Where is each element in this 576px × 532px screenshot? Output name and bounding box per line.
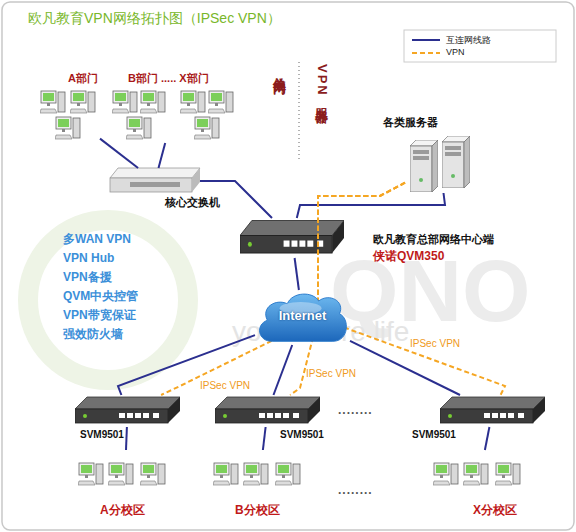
model-label: 侠诺QVM350: [373, 250, 444, 264]
pc-icon: [126, 117, 151, 139]
watermark-logo: [28, 220, 188, 380]
switch-icon: [110, 168, 200, 192]
switch-top: [110, 168, 200, 178]
edge-label: IPSec VPN: [306, 368, 356, 379]
model-label: SVM9501: [412, 429, 456, 441]
device-label: 欧凡教育总部网络中心端: [373, 233, 494, 246]
branch-label: B分校区: [235, 504, 280, 518]
pc-icon: [495, 463, 520, 485]
branch-router: SVM9501: [440, 395, 545, 427]
branch-pcs: A分校区: [70, 450, 180, 500]
network-link: [295, 258, 299, 290]
branch-label: X分校区: [473, 504, 517, 518]
pc-group: A部门: [40, 88, 100, 143]
group-label: B部门 ..... X部门: [128, 72, 209, 85]
pc-icon: [194, 117, 219, 139]
edge-label: IPSec VPN: [410, 338, 460, 349]
switch-front: [110, 178, 192, 192]
switch-ports: [130, 182, 180, 187]
legend-text: VPN: [446, 47, 465, 57]
diagram-title: 欧凡教育VPN网络拓扑图（IPSec VPN）: [28, 10, 281, 28]
server-icon: [442, 136, 470, 188]
pc-icon: [243, 463, 268, 485]
group-label: A部门: [68, 72, 98, 85]
pc-icon: [55, 117, 80, 139]
server-group: 各类服务器: [405, 135, 475, 193]
ellipsis-dots: ........: [338, 404, 373, 418]
branch-router: SVM9501: [75, 395, 180, 427]
pc-icon: [208, 91, 233, 113]
router-icon: [75, 397, 180, 423]
network-link: [263, 427, 266, 450]
pc-group: B部门 ..... X部门: [110, 88, 235, 143]
vertical-label: VPN服务器: [314, 64, 329, 103]
pc-icon: [140, 463, 165, 485]
pc-icon: [78, 463, 103, 485]
router-icon: [240, 221, 344, 254]
network-link: [125, 427, 128, 450]
network-link: [274, 345, 293, 395]
router-icon: [440, 397, 545, 423]
pc-icon: [140, 91, 165, 113]
network-link: [159, 143, 166, 168]
edge-label: IPSec VPN: [200, 380, 250, 391]
pc-icon: [275, 463, 300, 485]
pc-icon: [180, 91, 205, 113]
pc-icon: [70, 91, 95, 113]
ellipsis-dots: ........: [338, 484, 373, 498]
pc-icon: [40, 91, 65, 113]
model-label: SVM9501: [280, 429, 324, 441]
internet-cloud: Internet: [255, 290, 350, 345]
branch-pcs: B分校区: [205, 450, 315, 500]
pc-icon: [433, 463, 458, 485]
pc-icon: [112, 91, 137, 113]
feature-item: 多WAN VPN: [63, 233, 131, 247]
legend-line-sample: [412, 39, 440, 41]
model-label: SVM9501: [80, 429, 124, 441]
hq-router: 欧凡教育总部网络中心端侠诺QVM350: [240, 218, 344, 258]
core-switch: 核心交换机: [110, 168, 200, 194]
router-icon: [215, 397, 320, 423]
pc-icon: [213, 463, 238, 485]
feature-item: VPN备援: [63, 271, 112, 285]
branch-router: SVM9501: [215, 395, 320, 427]
server-icon: [410, 140, 438, 192]
legend-text: 互连网线路: [446, 34, 491, 47]
branch-label: A分校区: [100, 504, 145, 518]
network-link: [100, 139, 138, 168]
device-label: 各类服务器: [383, 116, 438, 129]
feature-item: VPN带宽保证: [63, 309, 136, 323]
device-label: 核心交换机: [165, 196, 220, 209]
divider: [298, 62, 300, 160]
network-link: [485, 427, 490, 450]
pc-icon: [463, 463, 488, 485]
feature-item: 强效防火墙: [63, 328, 123, 342]
vertical-label: 单位内网: [272, 66, 287, 74]
feature-item: QVM中央控管: [63, 290, 138, 304]
legend-box: [404, 30, 556, 62]
pc-icon: [108, 463, 133, 485]
switch-side: [192, 168, 200, 192]
cloud-label: Internet: [255, 309, 350, 324]
feature-item: VPN Hub: [63, 252, 114, 266]
legend-dash-sample: [412, 52, 440, 54]
branch-pcs: X分校区: [425, 450, 535, 500]
